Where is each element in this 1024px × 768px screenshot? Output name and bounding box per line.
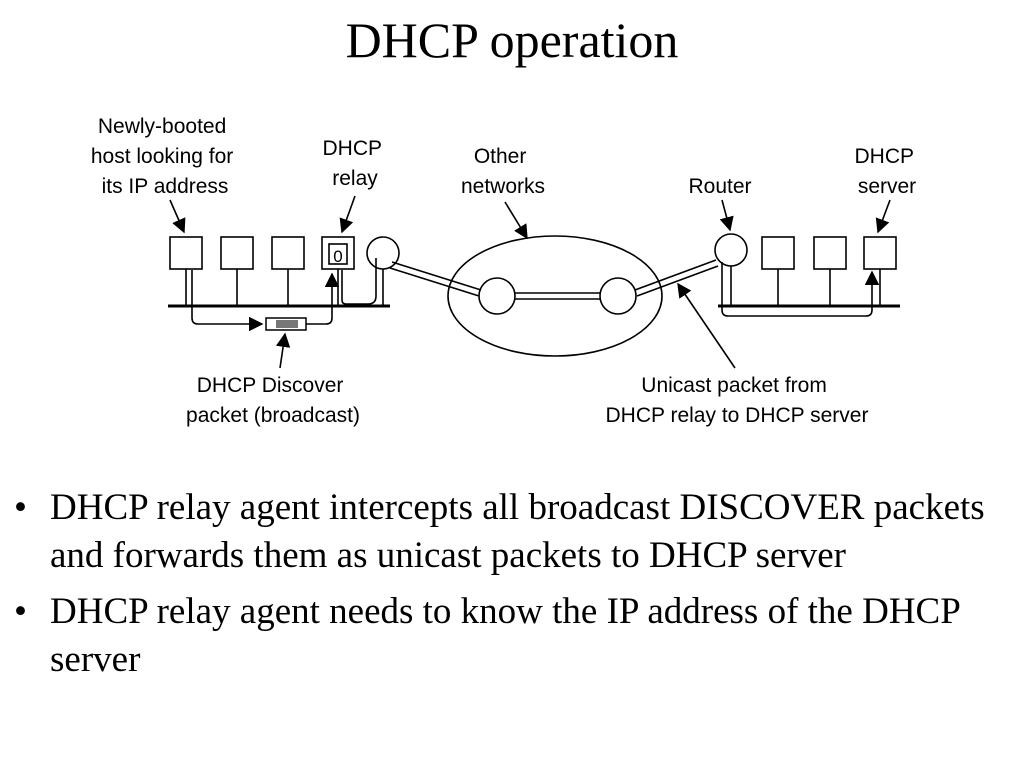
discover-packet-label: DHCP Discover packet (broadcast) [186, 374, 360, 427]
newly-booted-host [169, 236, 203, 270]
bullet-text: DHCP relay agent needs to know the IP ad… [50, 591, 960, 680]
discover-packet-icon [265, 317, 307, 331]
other-networks-label: Other networks [461, 145, 545, 198]
bullet-list: • DHCP relay agent intercepts all broadc… [14, 484, 1004, 692]
right-router [714, 233, 748, 267]
unicast-packet-label: Unicast packet from DHCP relay to DHCP s… [606, 374, 869, 427]
bullet-symbol: • [14, 591, 27, 632]
dhcp-diagram: 0 [91, 115, 920, 427]
relay-to-router-path [341, 258, 377, 305]
network-router-2 [599, 277, 637, 315]
host-3 [271, 236, 305, 270]
dhcp-relay-label: DHCP relay [323, 137, 388, 190]
unicast-path-right [721, 262, 880, 317]
relay-box-text: 0 [333, 247, 342, 266]
network-router-1 [478, 277, 516, 315]
bullet-text: DHCP relay agent intercepts all broadcas… [50, 487, 985, 576]
router-label: Router [688, 175, 751, 198]
broadcast-path-left [191, 270, 264, 332]
right-hosts [761, 236, 897, 306]
left-hosts: 0 [169, 236, 355, 306]
newly-booted-host-label: Newly-booted host looking for its IP add… [91, 115, 239, 198]
bullet-item: • DHCP relay agent needs to know the IP … [14, 588, 1004, 684]
left-router [366, 236, 400, 270]
host-6 [813, 236, 847, 270]
host-2 [220, 236, 254, 270]
host-5 [761, 236, 795, 270]
dhcp-server-label: DHCP server [855, 145, 920, 198]
other-networks-ellipse [447, 235, 663, 357]
bullet-item: • DHCP relay agent intercepts all broadc… [14, 484, 1004, 580]
slide-title: DHCP operation [345, 12, 679, 68]
bullet-symbol: • [14, 487, 27, 528]
dhcp-server [863, 236, 897, 270]
